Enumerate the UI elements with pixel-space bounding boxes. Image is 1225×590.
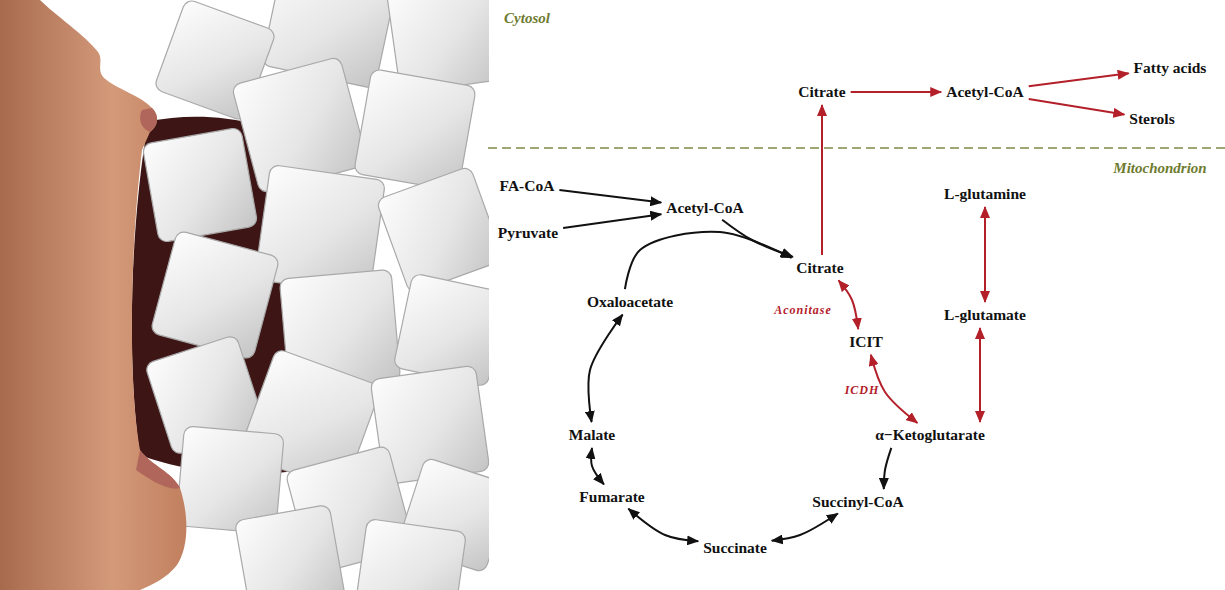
metabolite-node: FA-CoA [498,176,557,196]
metabolite-name: Fumarate [579,488,644,506]
metabolite-name: Fatty acids [1134,59,1207,77]
metabolite-name: Citrate [798,83,845,101]
metabolite-name: Acetyl-CoA [666,199,743,217]
reaction-arrow [559,190,661,203]
metabolite-name: L-glutamate [944,306,1026,324]
metabolite-node: ICIT [847,332,885,352]
membrane-divider [488,147,1225,149]
sugar-cube [150,230,280,360]
reaction-arrow [722,220,793,257]
reaction-arrow [839,280,859,329]
reaction-arrow [625,232,792,289]
sugar-cube [376,166,490,294]
face-profile [0,0,186,590]
metabolite-node: Acetyl-CoA [944,82,1025,102]
reaction-arrow [984,207,986,302]
metabolite-node: Succinyl-CoA [810,492,905,512]
sugar-cubes [142,0,490,590]
reaction-arrow [628,509,698,541]
metabolite-name: Succinyl-CoA [812,493,903,511]
lower-lip [136,450,180,489]
sugar-cube [354,519,467,590]
metabolite-node: Sterols [1127,109,1176,129]
metabolite-node: Citrate [796,82,847,102]
sugar-cube [234,504,345,590]
reaction-arrow [591,448,604,484]
metabolite-name: ICIT [849,333,883,351]
reaction-arrow [563,214,661,228]
metabolite-name: FA-CoA [500,177,555,195]
metabolite-node: Fatty acids [1132,58,1209,78]
metabolite-node: L-glutamine [942,184,1028,204]
reaction-arrow [851,91,942,93]
reaction-arrow [1029,99,1125,114]
metabolite-name: Acetyl-CoA [946,83,1023,101]
reaction-arrow [588,315,622,422]
metabolite-name: Succinate [703,539,767,557]
reaction-arrow [1029,73,1129,86]
upper-lip [140,108,157,132]
metabolite-node: L-glutamate [942,305,1028,325]
metabolite-node: Fumarate [577,487,646,507]
enzyme-label: Aconitase [774,303,832,318]
metabolite-node: Citrate [794,258,845,278]
reaction-arrow [821,105,823,255]
metabolite-node: Oxaloacetate [585,292,675,312]
metabolite-name: α−Ketoglutarate [875,426,985,444]
metabolite-node: Succinate [701,538,769,558]
reaction-arrow [772,513,838,540]
sugar-cube [142,127,258,243]
enzyme-label: ICDH [845,383,880,398]
metabolite-node: Pyruvate [496,223,560,243]
metabolite-node: Acetyl-CoA [664,198,745,218]
metabolite-name: Citrate [796,259,843,277]
metabolite-name: Oxaloacetate [587,293,673,311]
crop-edge [489,0,490,590]
metabolite-name: Malate [569,426,615,444]
metabolite-name: Pyruvate [498,224,558,242]
metabolite-node: α−Ketoglutarate [873,425,987,445]
reaction-arrow [884,448,892,489]
metabolite-name: Sterols [1129,110,1174,128]
compartment-label: Mitochondrion [1113,160,1206,177]
reaction-arrow [979,328,981,422]
metabolite-node: Malate [567,425,617,445]
metabolite-name: L-glutamine [944,185,1026,203]
illustration-group [0,0,490,590]
compartment-label: Cytosol [504,10,550,27]
